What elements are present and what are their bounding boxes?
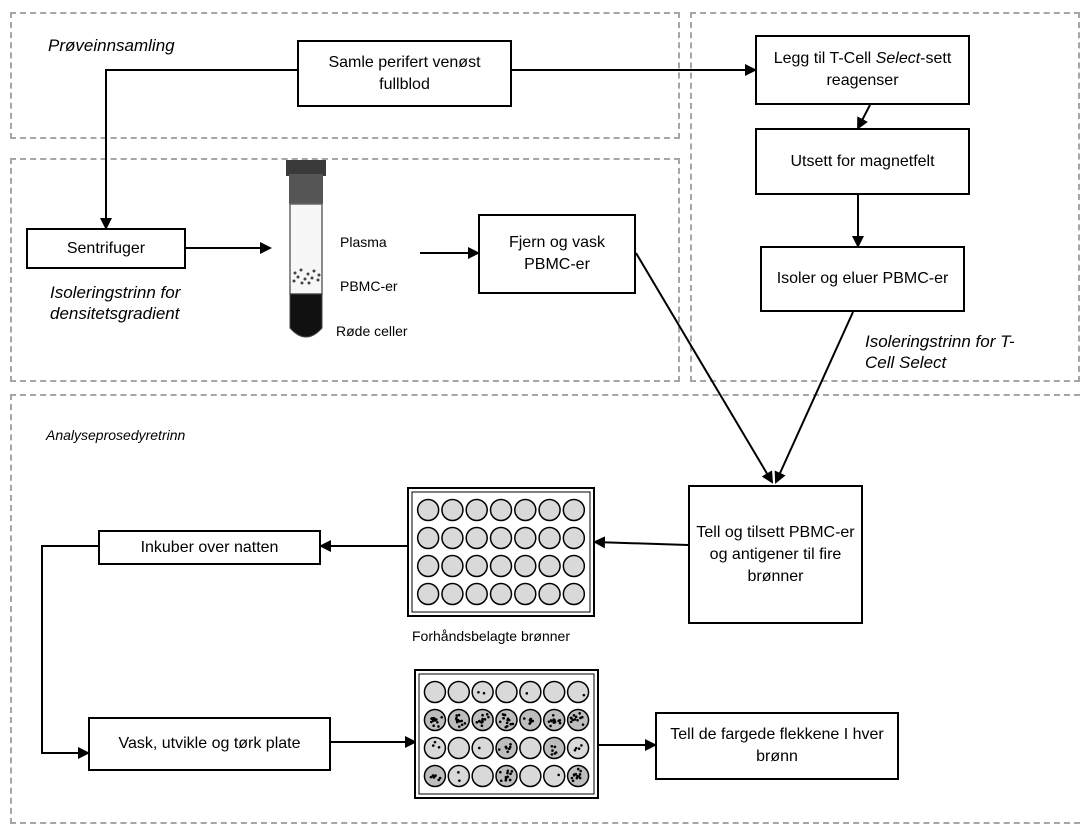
plate-well (471, 680, 494, 704)
plate-well (447, 736, 471, 760)
plate-caption: Forhåndsbelagte brønner (412, 628, 570, 644)
region-sample-collection (10, 12, 680, 139)
plate-well (447, 680, 471, 704)
plate-well (489, 554, 513, 578)
plate-well (441, 526, 464, 550)
plate-well (416, 526, 440, 550)
plate-well (538, 498, 561, 522)
plate-well (542, 764, 566, 788)
add-reagents-box: Legg til T-Cell Select-sett reagenser (755, 35, 970, 105)
plate-well (514, 498, 537, 522)
collect-blood-box: Samle perifert venøst fullblod (297, 40, 512, 107)
plate-well (495, 680, 518, 704)
isolate-elute-text: Isoler og eluer PBMC-er (776, 270, 949, 287)
plate-well (465, 498, 488, 522)
plate-well (441, 582, 464, 606)
plate-well (465, 526, 488, 550)
count-spots-box: Tell de fargede flekkene I hver brønn (655, 712, 899, 780)
collect-blood-text: Samle perifert venøst fullblod (328, 53, 481, 93)
region-tcell-select (690, 12, 1080, 382)
section-label-tcell-select: Isoleringstrinn for T-Cell Select (865, 332, 1015, 372)
plate-well (441, 498, 464, 522)
incubate-text: Inkuber over natten (140, 538, 279, 556)
arrow-reagents-to-magnet (857, 104, 871, 130)
remove-wash-text: Fjern og vask PBMC-er (508, 234, 606, 273)
centrifuge-text: Sentrifuger (66, 239, 146, 257)
add-reagents-text: Legg til T-Cell Select-sett reagenser (773, 50, 952, 89)
line-incubate-down (41, 545, 98, 759)
plate-well (562, 554, 586, 578)
count-spots-text: Tell de fargede flekkene I hver brønn (670, 726, 884, 765)
plate-well (465, 582, 488, 606)
incubate-box: Inkuber over natten (98, 530, 321, 565)
plate-well (538, 526, 561, 550)
wash-develop-text: Vask, utvikle og tørk plate (118, 735, 301, 752)
select-word: Select (875, 50, 921, 67)
plate-well (562, 582, 586, 606)
plate-well (562, 498, 586, 522)
plate-well (519, 736, 542, 760)
connectors (41, 64, 871, 759)
count-add-box: Tell og tilsett PBMC-er og antigener til… (688, 485, 863, 624)
plate-well (416, 582, 440, 606)
tube-label-red-cells: Røde celler (336, 323, 408, 339)
plate-well (514, 554, 537, 578)
section-label-assay: Analyseprosedyretrinn (46, 427, 186, 443)
remove-wash-box: Fjern og vask PBMC-er (478, 214, 636, 294)
count-add-text: Tell og tilsett PBMC-er og antigener til… (696, 523, 855, 585)
section-label-density-gradient: Isoleringstrinn for densitetsgradient (50, 283, 181, 323)
plate-well (519, 764, 542, 788)
plate-well (489, 582, 513, 606)
isolate-elute-box: Isoler og eluer PBMC-er (760, 246, 965, 312)
plate-well (514, 526, 537, 550)
plate-well (562, 526, 586, 550)
plate-well (441, 554, 464, 578)
tube-label-pbmc: PBMC-er (340, 278, 398, 294)
spotted-plate (414, 669, 599, 799)
plate-well (471, 736, 494, 760)
arrow-collect-to-centrifuge (100, 69, 297, 230)
plate-well (542, 736, 566, 760)
plate-well (447, 764, 471, 788)
wash-develop-box-main: Vask, utvikle og tørk plate (88, 717, 331, 771)
plate-well (423, 680, 447, 704)
plate-well (519, 680, 542, 704)
plate-well (416, 498, 440, 522)
plate-well (514, 582, 537, 606)
plate-well (489, 526, 513, 550)
plate-well (538, 582, 561, 606)
arrow-count-to-plate (593, 536, 689, 549)
plate-well (423, 736, 447, 760)
arrow-isolate-to-count (774, 311, 854, 484)
magnet-text: Utsett for magnetfelt (790, 152, 935, 170)
plate-well (465, 554, 488, 578)
tube-icon (286, 160, 326, 338)
magnet-box: Utsett for magnetfelt (755, 128, 970, 195)
plate-well (566, 680, 590, 704)
arrow-remove-to-count (635, 252, 774, 484)
region-density-gradient (10, 158, 680, 382)
plate-well (538, 554, 561, 578)
plate-well (489, 498, 513, 522)
section-label-sample-collection: Prøveinnsamling (48, 36, 175, 55)
precoated-plate (407, 487, 595, 617)
plate-well (416, 554, 440, 578)
tube-label-plasma: Plasma (340, 234, 387, 250)
plate-well (471, 764, 494, 788)
plate-well (542, 680, 566, 704)
